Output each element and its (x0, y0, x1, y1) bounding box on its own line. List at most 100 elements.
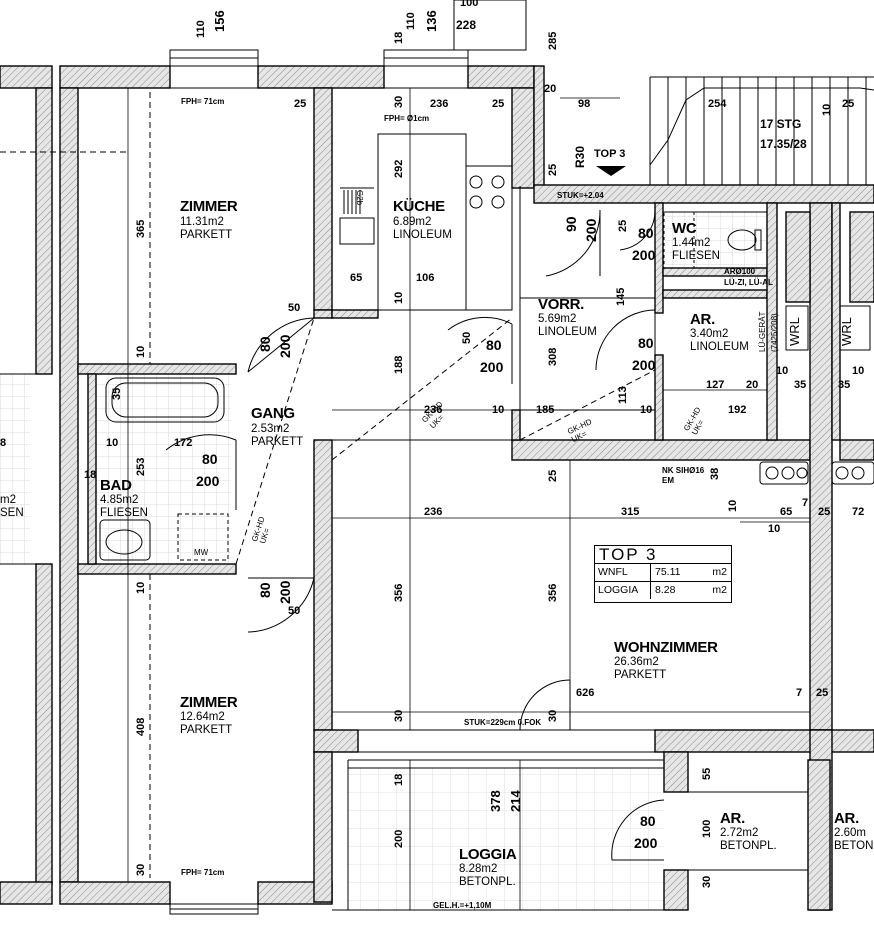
dim: 8 (0, 437, 7, 449)
dim: 25 (547, 469, 559, 482)
dim: 236 (424, 404, 443, 416)
dim: 98 (578, 98, 591, 110)
door-height: 200 (632, 357, 656, 373)
dim: 20 (746, 379, 759, 391)
dim: 113 (617, 386, 629, 404)
note-stg2: 17.35/28 (760, 137, 807, 151)
dim: 55 (701, 767, 713, 780)
dim: 10 (776, 365, 789, 377)
dim: 356 (393, 583, 405, 602)
door-height: 200 (196, 473, 220, 489)
room-ar2-floor: BETONPL. (720, 840, 777, 852)
note-em: EM (662, 476, 674, 485)
dim: 25 (816, 687, 829, 699)
summary-unit: m2 (712, 566, 727, 578)
dim: 18 (393, 773, 405, 786)
room-zimmer1-name: ZIMMER (180, 198, 238, 215)
dim: 315 (621, 506, 640, 518)
summary-label: LOGGIA (595, 582, 651, 599)
dim: 18 (84, 469, 97, 481)
room-wc-floor: FLIESEN (672, 250, 720, 262)
dim: 25 (818, 506, 831, 518)
stove-icon (469, 175, 483, 189)
dim: 18 (393, 31, 405, 44)
walls (0, 65, 874, 911)
room-ar2-name: AR. (720, 810, 745, 827)
room-kueche-floor: LINOLEUM (393, 229, 452, 241)
dim: 236 (430, 98, 449, 110)
door-width: 80 (638, 225, 654, 241)
dim: 10 (821, 103, 833, 116)
door-width: 80 (257, 582, 273, 598)
dim: 185 (536, 404, 555, 416)
door-height: 200 (277, 580, 293, 604)
note-lozi: LÜ-ZI, LÜ-AL (724, 278, 773, 287)
dim: 292 (393, 159, 405, 178)
room-gang-floor: PARKETT (251, 436, 304, 448)
room-gang-name: GANG (251, 405, 295, 422)
summary-value: 75.11 (655, 566, 681, 578)
dim: 408 (135, 717, 147, 736)
note-fph2: FPH= Ø1cm (384, 114, 430, 123)
room-bad-floor: FLIESEN (100, 507, 148, 519)
dim: 285 (547, 31, 559, 50)
dim: 200 (393, 829, 405, 848)
dim: 308 (547, 347, 559, 366)
dim: 188 (393, 355, 405, 374)
dim: 25 (294, 98, 307, 110)
dim: 228 (456, 18, 477, 32)
toilet-icon (727, 229, 757, 251)
note-fph3: FPH= 71cm (181, 868, 225, 877)
room-wc-area: 1.44m2 (672, 237, 711, 249)
dim: 38 (709, 467, 721, 480)
bathtub-icon (105, 377, 225, 423)
dim: 7 (802, 497, 809, 509)
dim: 156 (212, 10, 227, 32)
dim: 136 (424, 10, 439, 32)
door-height: 200 (632, 247, 656, 263)
room-bad-name: BAD (100, 477, 132, 494)
door-height: 200 (277, 334, 293, 358)
dimension-lines (127, 88, 810, 910)
summary-unit: m2 (712, 584, 727, 596)
room-zimmer2-area: 12.64m2 (180, 711, 225, 723)
room-zimmer1-floor: PARKETT (180, 229, 233, 241)
dim: 10 (727, 499, 739, 512)
note-nk: NK SIHØ16 (662, 466, 705, 475)
dim: 110 (405, 12, 417, 30)
note-stg: 17 STG (760, 117, 802, 131)
summary-row: LOGGIA 8.28 m2 (595, 582, 731, 599)
note-fph1: FPH= 71cm (181, 97, 225, 106)
room-kueche-area: 6.89m2 (393, 216, 432, 228)
dim: 50 (288, 605, 301, 617)
dim: 145 (615, 287, 627, 306)
room-ar1-name: AR. (690, 311, 715, 328)
note-wrl: WRL (787, 317, 802, 346)
note-g2b: G2b (355, 190, 364, 206)
room-zimmer2-floor: PARKETT (180, 724, 233, 736)
dim: 25 (547, 163, 559, 176)
door-height: 200 (634, 835, 658, 851)
note-r30: R30 (573, 145, 587, 168)
dim: 30 (393, 709, 405, 722)
dim: 35 (794, 379, 807, 391)
room-loggia-floor: BETONPL. (459, 876, 516, 888)
dim: 106 (416, 272, 435, 284)
room-wohnzimmer-floor: PARKETT (614, 669, 667, 681)
tiled-floors (0, 212, 766, 910)
note-luger: LÜ-GERÄT (758, 311, 767, 352)
dim: 100 (460, 0, 479, 9)
note-top3: TOP 3 (594, 148, 626, 160)
room-kueche-name: KÜCHE (393, 198, 445, 215)
room-vorr-area: 5.69m2 (538, 313, 577, 325)
summary-label: WNFL (595, 564, 651, 581)
dashed-lines (0, 92, 656, 878)
dim: 65 (780, 506, 793, 518)
dim: 10 (135, 581, 147, 594)
sink-icon (99, 519, 151, 561)
note-stuk2: STUK=229cm 0.FOK (464, 718, 542, 727)
room-wc-name: WC (672, 220, 697, 237)
room-bad-left-floor: SEN (0, 507, 24, 519)
room-ar1-area: 3.40m2 (690, 328, 729, 340)
